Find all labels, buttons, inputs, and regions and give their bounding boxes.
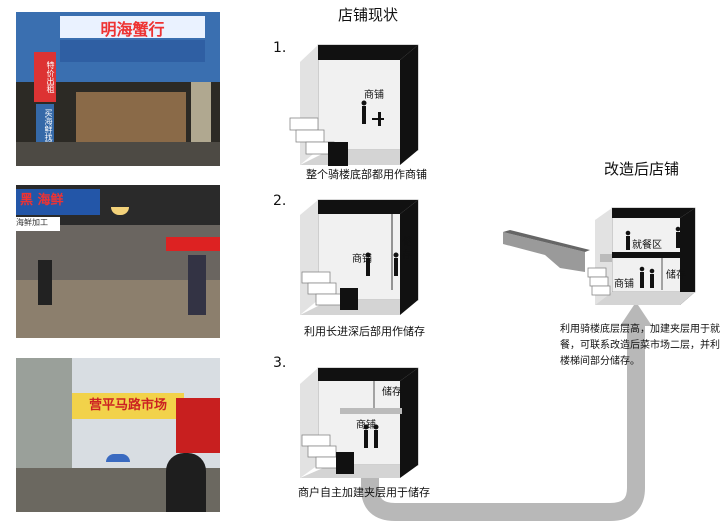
box3-label-shop: 商铺	[356, 416, 376, 431]
box3-label-storage: 储存	[382, 383, 402, 398]
box2-label-storage: 储存	[402, 236, 414, 262]
renovated-label-shop: 商铺	[614, 275, 634, 290]
caption-step-3: 商户自主加建夹层用于储存	[298, 484, 430, 500]
renovated-label-dining: 就餐区	[632, 236, 662, 251]
renovated-shop-box	[503, 208, 695, 305]
box2-label-shop: 商铺	[352, 250, 372, 265]
renovated-description: 利用骑楼底层层高，加建夹层用于就餐，可联系改造后菜市场二层，并利用楼梯间部分储存…	[560, 322, 720, 370]
caption-step-1: 整个骑楼底部都用作商铺	[306, 166, 427, 182]
caption-step-2: 利用长进深后部用作储存	[304, 323, 425, 339]
shop-box-1	[290, 45, 418, 166]
renovated-label-storage: 储存	[666, 266, 686, 281]
box1-label-shop: 商铺	[364, 86, 384, 101]
